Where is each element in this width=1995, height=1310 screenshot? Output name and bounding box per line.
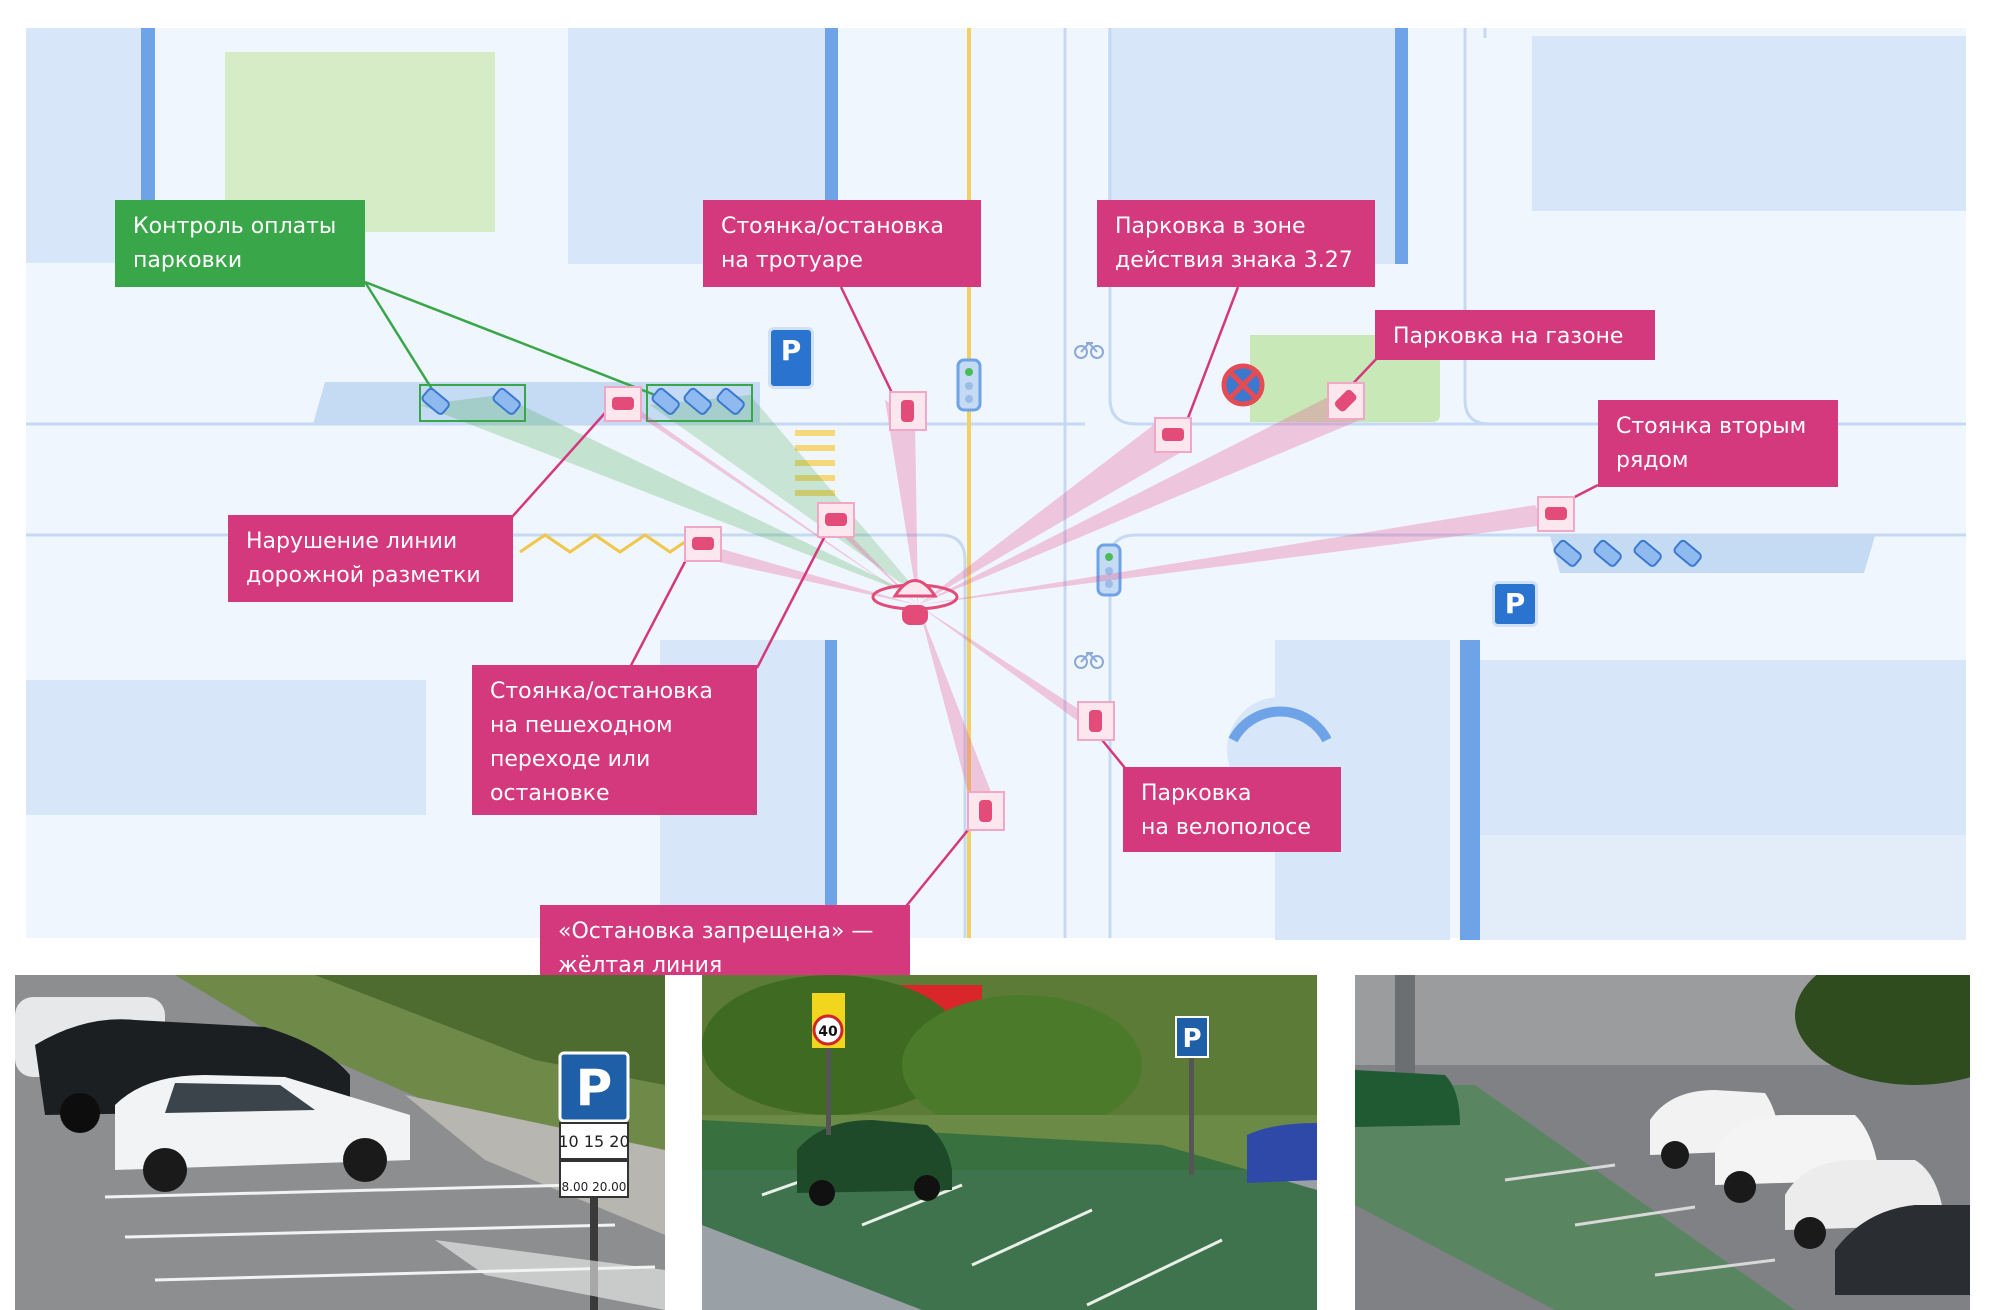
car-icon (1247, 1123, 1317, 1183)
photo-paid-parking: P 10 15 20 8.00 20.00 (15, 975, 665, 1310)
traffic-light-icon (1096, 543, 1122, 597)
label-bike-lane-parking: Парковка на велополосе (1123, 767, 1341, 852)
building-edges (141, 28, 1480, 940)
crosswalk (795, 430, 835, 496)
photo1-sign-days: 10 15 20 (558, 1132, 629, 1151)
photo-roadside-parking: 40 P (702, 975, 1317, 1310)
parking-sign-icon: P (768, 327, 814, 389)
camera-icon (871, 579, 959, 625)
zigzag-marking (519, 533, 696, 554)
bike-icon (1074, 651, 1104, 669)
car-icon (1355, 1070, 1460, 1127)
parking-sign-icon: P (1492, 581, 1538, 627)
control-beams (363, 280, 925, 600)
photo1-sign-hours: 8.00 20.00 (562, 1180, 627, 1194)
label-crosswalk-parking: Стоянка/остановка на пешеходном переходе… (472, 665, 757, 815)
violation-beams (608, 395, 1545, 815)
violation-car-icons (604, 382, 1575, 831)
photo2-speed-value: 40 (818, 1024, 838, 1040)
parking-sign-letter: P (780, 334, 802, 367)
traffic-light-icon (956, 358, 982, 412)
label-sidewalk-parking: Стоянка/остановка на тротуаре (703, 200, 981, 287)
no-stopping-sign-icon (1221, 363, 1265, 407)
parking-strip-right (1550, 536, 1875, 573)
label-road-marking-violation: Нарушение линии дорожной разметки (228, 515, 513, 602)
photo-lot-parking (1355, 975, 1970, 1310)
leader-lines (511, 286, 1599, 911)
car-icon (115, 1075, 410, 1192)
speed-limit-sign: 40 (812, 993, 845, 1135)
photo2-parking-letter: P (1182, 1024, 1201, 1054)
label-payment-control: Контроль оплаты парковки (115, 200, 365, 287)
parking-sign: P (1175, 1016, 1209, 1175)
car-icon (797, 1120, 952, 1206)
label-sign-zone-parking: Парковка в зоне действия знака 3.27 (1097, 200, 1375, 287)
car-icon (1835, 1205, 1970, 1295)
label-double-parking: Стоянка вторым рядом (1598, 400, 1838, 487)
photo1-sign-letter: P (576, 1059, 613, 1117)
label-yellow-line: «Остановка запрещена» — жёлтая линия (540, 905, 910, 975)
paid-parking-sign: P 10 15 20 8.00 20.00 (558, 1051, 630, 1310)
parked-car-icons (421, 387, 1702, 567)
bike-icon (1074, 341, 1104, 359)
parking-sign-letter: P (1504, 587, 1526, 620)
label-lawn-parking: Парковка на газоне (1375, 310, 1655, 360)
